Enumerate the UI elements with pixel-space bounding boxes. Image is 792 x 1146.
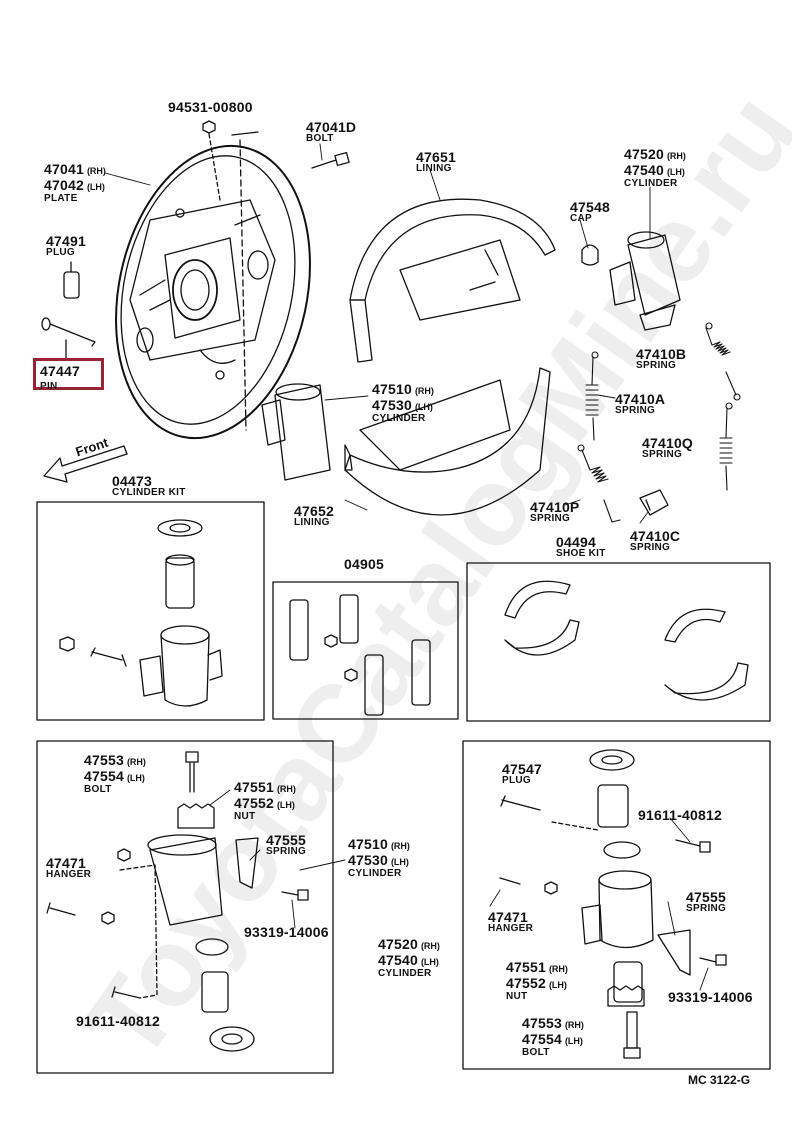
label-47471-rear: 47471 HANGER	[46, 855, 92, 880]
label-04494: 04494 SHOE KIT	[556, 534, 606, 559]
spring-47410c	[639, 489, 669, 516]
kit-04473-drawing	[59, 519, 223, 707]
label-47553-rear: 47553(RH) 47554(LH) BOLT	[84, 752, 146, 795]
label-47410a: 47410A SPRING	[615, 391, 666, 416]
cylinder-47520-top	[609, 231, 681, 331]
label-47547: 47547 PLUG	[502, 761, 542, 786]
lining-47651	[349, 198, 556, 363]
front-cylinder-drawing	[499, 749, 727, 1059]
label-47471-front: 47471 HANGER	[488, 909, 534, 934]
label-04905: 04905	[344, 556, 384, 572]
label-47520-front: 47520(RH) 47540(LH) CYLINDER	[378, 936, 440, 979]
bolt-47041d	[311, 151, 350, 169]
front-arrow	[43, 445, 128, 483]
box-cylinder-kit-04473	[36, 501, 265, 721]
box-shoe-kit-04494	[466, 562, 771, 722]
box-04905	[272, 581, 459, 720]
kit-04494-drawing	[504, 580, 749, 701]
lining-47652	[344, 367, 551, 516]
leader-lines	[104, 143, 709, 991]
plug-47491	[63, 271, 80, 299]
label-47548: 47548 CAP	[570, 199, 610, 224]
pin-47447	[41, 317, 96, 347]
label-47652: 47652 LINING	[294, 503, 334, 528]
reference-code: MC 3122-G	[688, 1073, 751, 1087]
label-47510-rear: 47510(RH) 47530(LH) CYLINDER	[348, 836, 410, 879]
label-94531-00800: 94531-00800	[168, 99, 253, 115]
nut-94531	[202, 120, 216, 134]
spring-47410q	[719, 402, 733, 491]
rear-cylinder-drawing	[46, 751, 309, 1052]
label-47041d: 47041D BOLT	[306, 119, 357, 144]
label-47555-front: 47555 SPRING	[686, 889, 727, 914]
backing-plate-drawing	[115, 144, 311, 440]
box-front-cylinder-assembly	[462, 740, 771, 1070]
label-47510-top: 47510(RH) 47530(LH) CYLINDER	[372, 381, 434, 424]
label-47651: 47651 LINING	[416, 149, 456, 174]
label-47410b: 47410B SPRING	[636, 346, 687, 371]
label-47551-front: 47551(RH) 47552(LH) NUT	[506, 959, 568, 1002]
label-91611-front: 91611-40812	[638, 807, 722, 823]
label-47410c: 47410C SPRING	[630, 528, 681, 553]
axis-tick	[231, 131, 259, 136]
axis-line	[239, 139, 247, 431]
label-47553-front: 47553(RH) 47554(LH) BOLT	[522, 1015, 584, 1058]
highlight-47447	[33, 358, 104, 390]
label-47551-rear: 47551(RH) 47552(LH) NUT	[234, 779, 296, 822]
label-93319-rear: 93319-14006	[244, 924, 329, 940]
kit-04905-drawing	[289, 594, 431, 716]
cylinder-47510-top	[261, 383, 331, 481]
label-93319-front: 93319-14006	[668, 989, 753, 1005]
box-rear-cylinder-assembly	[36, 740, 334, 1074]
label-47520-top: 47520(RH) 47540(LH) CYLINDER	[624, 146, 686, 189]
label-47491: 47491 PLUG	[46, 233, 86, 258]
label-91611-rear: 91611-40812	[76, 1013, 160, 1029]
label-47041: 47041(RH) 47042(LH) PLATE	[44, 161, 106, 204]
label-47410p: 47410P SPRING	[530, 499, 580, 524]
label-47410q: 47410Q SPRING	[642, 435, 694, 460]
cap-47548	[581, 244, 599, 266]
spring-47410a	[585, 351, 599, 441]
label-47447: 47447 PIN	[40, 363, 80, 392]
label-47555-rear: 47555 SPRING	[266, 832, 307, 857]
label-04473: 04473 CYLINDER KIT	[112, 473, 186, 498]
spring-47410b	[705, 322, 741, 401]
spring-47410p	[577, 444, 621, 523]
